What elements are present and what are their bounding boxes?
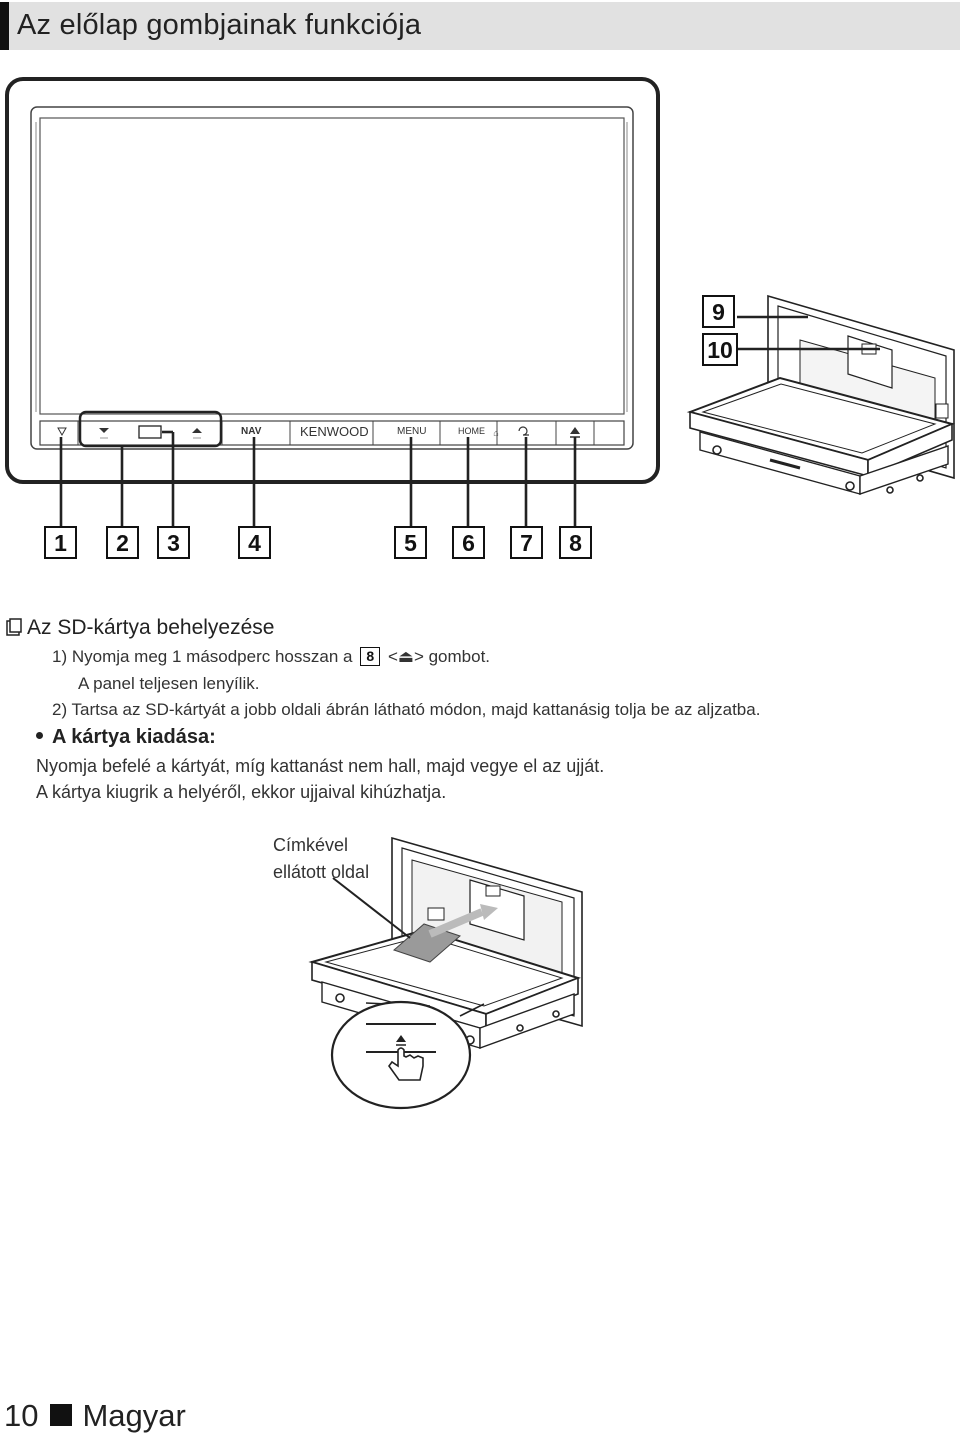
screen xyxy=(39,117,625,415)
callout-7: 7 xyxy=(510,526,543,559)
callout-2: 2 xyxy=(106,526,139,559)
nav-button-label: NAV xyxy=(241,426,262,437)
caption-leader xyxy=(332,877,411,939)
callout-5: 5 xyxy=(394,526,427,559)
volume-knob-icon xyxy=(138,425,162,439)
volume-group-outline xyxy=(78,410,223,448)
insert-arrow-icon xyxy=(480,904,498,920)
section-title: Az SD-kártya behelyezése xyxy=(6,616,274,642)
callout-1: 1 xyxy=(44,526,77,559)
step-2: 2) Tartsa az SD-kártyát a jobb oldali áb… xyxy=(52,700,761,719)
menu-button-label: MENU xyxy=(397,426,427,437)
callout-4: 4 xyxy=(238,526,271,559)
brand-logo: KENWOOD xyxy=(300,424,369,439)
sd-insertion-illustration xyxy=(308,836,583,1049)
callout-10: 10 xyxy=(702,333,738,366)
eject-instruction-2: A kártya kiugrik a helyéről, ekkor ujjai… xyxy=(36,782,447,802)
finger-press-icon xyxy=(388,1047,424,1081)
callout-9: 9 xyxy=(702,295,735,328)
inline-callout-8: 8 xyxy=(360,647,381,666)
bullet-title: A kártya kiadása: xyxy=(36,726,216,749)
volume-down-icon xyxy=(99,428,109,433)
eject-instruction-1: Nyomja befelé a kártyát, míg kattanást n… xyxy=(36,756,605,776)
footer-square xyxy=(50,1404,73,1426)
language-label: Magyar xyxy=(82,1398,186,1433)
callout-3: 3 xyxy=(157,526,190,559)
open-panel-illustration xyxy=(686,294,956,495)
eject-icon xyxy=(570,427,580,434)
section-header: Az előlap gombjainak funkciója xyxy=(0,2,960,50)
callout-6: 6 xyxy=(452,526,485,559)
eject-button-icon xyxy=(396,1035,406,1042)
back-icon xyxy=(518,426,529,436)
bullet-dot xyxy=(36,732,43,739)
home-button-label: HOME xyxy=(458,426,485,436)
label-side-caption: Címkével ellátott oldal xyxy=(273,835,370,882)
volume-up-icon xyxy=(192,428,202,433)
page-footer: 10 Magyar xyxy=(4,1398,186,1434)
callout-8: 8 xyxy=(559,526,592,559)
attenuator-icon xyxy=(57,427,67,437)
step-1: 1) Nyomja meg 1 másodperc hosszan a 8 <⏏… xyxy=(52,647,491,666)
page-title: Az előlap gombjainak funkciója xyxy=(17,9,422,41)
page-number: 10 xyxy=(4,1398,39,1433)
svg-text:⌂: ⌂ xyxy=(493,428,498,438)
sd-card xyxy=(393,923,461,963)
step-1-note: A panel teljesen lenyílik. xyxy=(78,674,260,693)
document-icon xyxy=(6,618,22,642)
